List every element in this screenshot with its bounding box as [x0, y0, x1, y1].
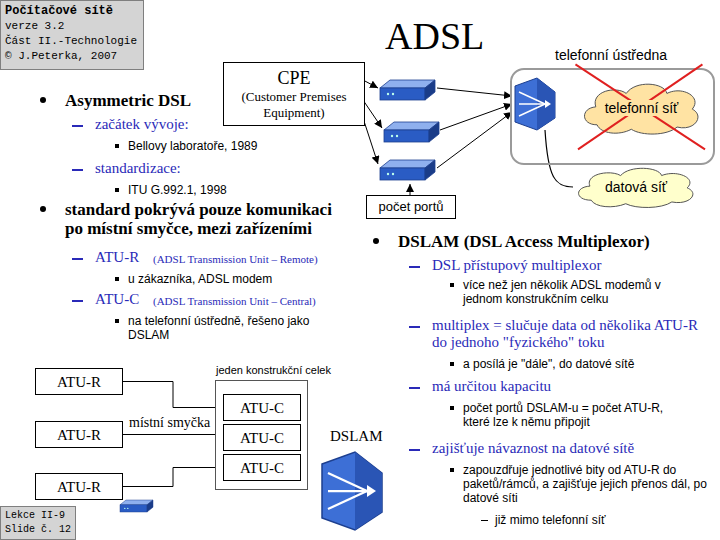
slide-text: již mimo telefonní síť	[495, 513, 705, 527]
network-cloud: telefonní síť	[578, 80, 705, 136]
slide-text: standard pokrývá pouze komunikaci po mís…	[65, 200, 345, 238]
bullet-mark	[450, 468, 454, 472]
atu-c-box: ATU-C	[223, 394, 301, 421]
bullet-mark	[40, 97, 46, 103]
bullet-mark	[409, 326, 420, 328]
header-box: Počítačové sítěverze 3.2Část II.-Technol…	[0, 0, 144, 70]
slide-text: a posílá je "dále", do datové sítě	[463, 357, 713, 371]
modem-icon	[384, 122, 439, 142]
bullet-mark	[409, 387, 420, 389]
loop-line	[123, 468, 223, 487]
node-text: ATU-C	[240, 429, 284, 447]
node-text: Počítačové sítě	[5, 3, 139, 19]
slide-text: Asymmetric DSL	[65, 91, 365, 110]
atu-c-box: ATU-C	[223, 454, 301, 481]
bullet-mark	[481, 520, 488, 521]
slide-text: začátek vývoje:	[95, 116, 345, 133]
edge-label: místní smyčka	[128, 415, 211, 431]
bullet-mark	[72, 300, 83, 302]
node-text: Slide č. 12	[5, 523, 71, 537]
loop-line	[123, 434, 223, 435]
node-text: CPE	[277, 68, 310, 89]
bullet-mark	[409, 449, 420, 451]
node-text: verze 3.2	[5, 19, 139, 34]
node-text: Část II.-Technologie	[5, 34, 139, 49]
node-text: Lekce II-9	[5, 509, 71, 523]
slide-text: (ADSL Transmission Unit – Central)	[153, 295, 363, 308]
bullet-mark	[450, 406, 454, 410]
node-text: ATU-C	[240, 459, 284, 477]
loop-line	[123, 382, 223, 408]
slide-text: na telefonní ústředně, řešeno jako DSLAM	[128, 314, 343, 342]
network-cloud: datová síť	[572, 165, 700, 209]
node-text: počet portů	[378, 199, 443, 215]
slide-text: standardizace:	[95, 160, 345, 177]
dslam-icon	[515, 78, 555, 130]
footer-box: Lekce II-9Slide č. 12	[0, 506, 76, 540]
node-text: © J.Peterka, 2007	[5, 49, 139, 64]
bullet-mark	[40, 206, 46, 212]
slide-text: ITU G.992.1, 1998	[128, 183, 348, 197]
bullet-mark	[115, 277, 119, 281]
slide-text: ATU-C	[95, 291, 153, 308]
bullet-mark	[115, 319, 119, 323]
node-text: ATU-C	[240, 399, 284, 417]
node-text: telefonní síť	[603, 100, 681, 116]
slide-text: DSLAM	[330, 428, 400, 445]
bullet-mark	[72, 125, 83, 127]
slide-text: u zákazníka, ADSL modem	[128, 272, 348, 286]
modem-icon	[380, 160, 435, 180]
bullet-mark	[409, 266, 420, 268]
slide-text: (ADSL Transmission Unit – Remote)	[153, 253, 363, 266]
atu-c-box: ATU-C	[223, 424, 301, 451]
slide-text: více než jen několik ADSL modemů v jedno…	[463, 278, 688, 306]
bullet-mark	[72, 169, 83, 171]
cpe-box: CPE(Customer Premises Equipment)	[223, 62, 365, 126]
bullet-mark	[115, 188, 119, 192]
slide-text: zajišťuje návaznost na datové sítě	[432, 440, 717, 457]
data-link	[545, 130, 573, 187]
bullet-mark	[450, 362, 454, 366]
slide-text: DSL přístupový multiplexor	[432, 257, 712, 274]
slide-text: DSLAM (DSL Access Multiplexor)	[398, 232, 716, 251]
node-text: ATU-R	[57, 478, 101, 496]
atu-r-box: ATU-R	[35, 473, 123, 500]
unit-box: jeden konstrukční celekATU-CATU-CATU-C	[215, 380, 308, 490]
slide-text: počet portů DSLAM-u = počet ATU-R, které…	[463, 401, 691, 429]
node-text: (Customer Premises Equipment)	[229, 89, 359, 121]
bullet-mark	[72, 258, 83, 260]
node-text: ATU-R	[57, 426, 101, 444]
atu-r-box: ATU-R	[35, 368, 123, 395]
modem-icon	[380, 80, 435, 100]
slide-title: ADSL	[385, 14, 484, 58]
node-text: telefonní ústředna	[555, 47, 667, 63]
dslam-icon	[322, 452, 382, 530]
modem-icon	[120, 500, 153, 512]
node-text: ATU-R	[57, 373, 101, 391]
node-text: jeden konstrukční celek	[216, 364, 331, 376]
slide-text: multiplex = slučuje data od několika ATU…	[432, 317, 700, 351]
bullet-mark	[115, 144, 119, 148]
slide-text: Bellovy laboratoře, 1989	[128, 139, 348, 153]
port-box: počet portů	[366, 195, 456, 219]
slide-text: zapouzdřuje jednotlivé bity od ATU-R do …	[463, 463, 711, 505]
cpe-pointer	[363, 80, 382, 164]
bullet-mark	[373, 238, 379, 244]
atu-r-box: ATU-R	[35, 421, 123, 448]
modem-line	[410, 88, 512, 195]
slide-text: má určitou kapacitu	[432, 378, 712, 395]
bullet-mark	[450, 283, 454, 287]
exchange-box: telefonní ústřednatelefonní síť	[510, 68, 715, 165]
slide-text: ATU-R	[95, 249, 153, 266]
node-text: datová síť	[603, 179, 669, 195]
